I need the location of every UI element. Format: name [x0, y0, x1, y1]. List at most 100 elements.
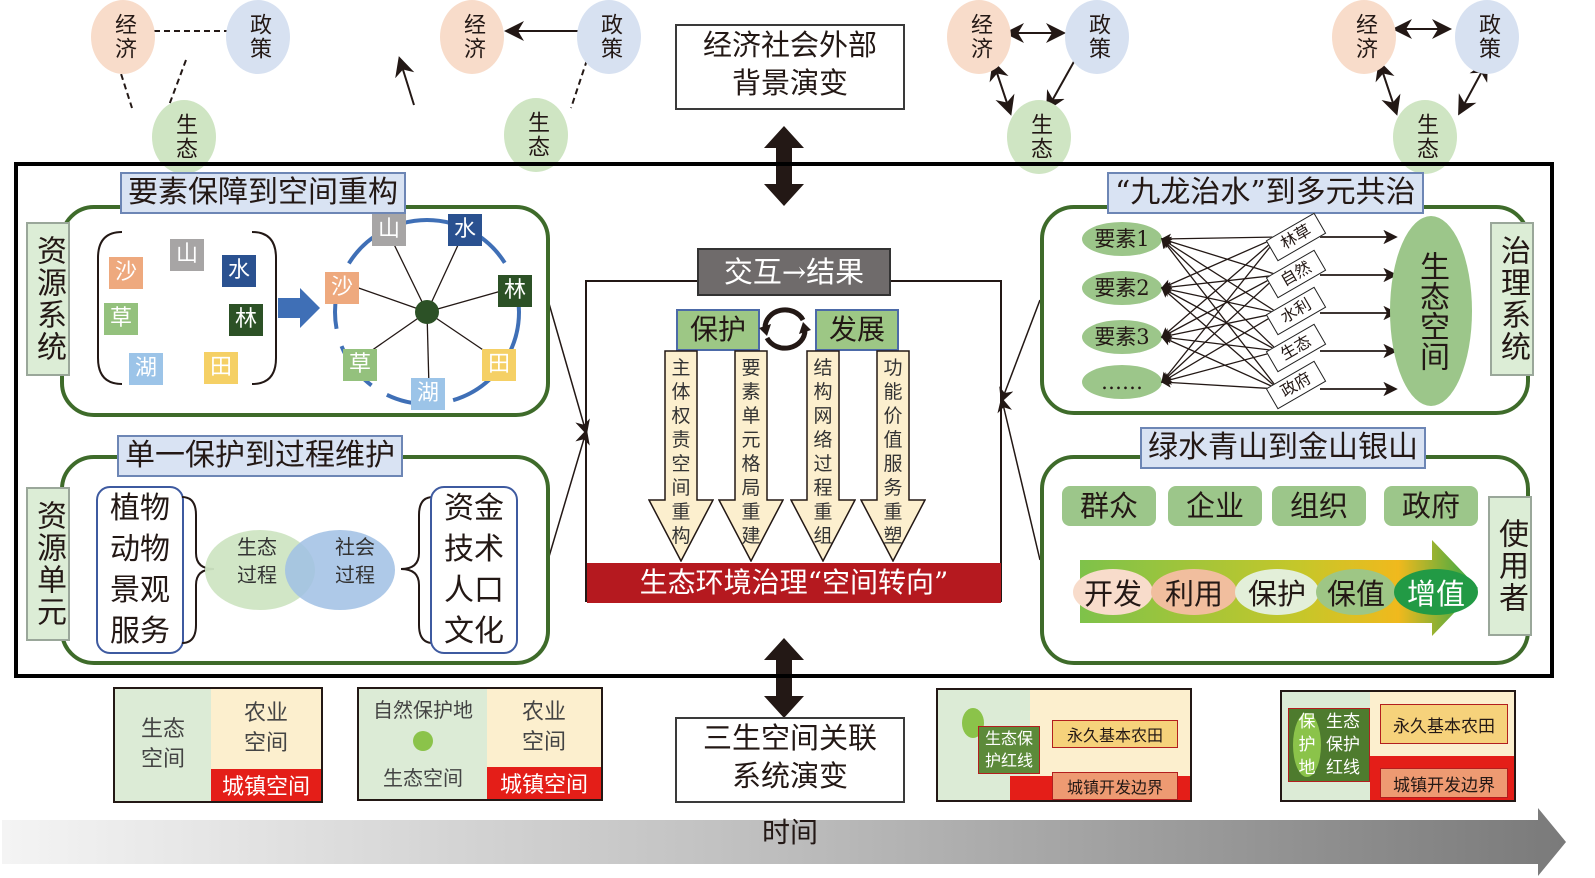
timeline-label: 时间 — [761, 816, 818, 849]
panel-title: “九龙治水”到多元共治 — [1107, 172, 1424, 214]
list-item: 资金 — [444, 491, 504, 526]
tile-grass: 草 — [104, 303, 138, 335]
right-arrow-icon — [278, 288, 320, 328]
panel-title: 绿水青山到金山银山 — [1140, 427, 1426, 469]
external-context-line1: 经济社会外部 — [702, 28, 877, 62]
tile-forest: 林 — [229, 304, 263, 336]
governance-link — [1161, 238, 1279, 352]
eco-process-label: 生态过程 — [237, 535, 277, 587]
side-label-users: 使用者 — [1488, 496, 1532, 636]
list-item: 植物 — [110, 491, 170, 526]
governance-link — [1160, 274, 1279, 338]
ecological-space-target: 生态空间 — [1390, 216, 1472, 406]
urban-boundary: 城镇开发边界 — [1380, 768, 1508, 798]
tile-sand: 沙 — [109, 257, 143, 289]
permanent-farmland: 永久基本农田 — [1380, 704, 1508, 744]
governance-link — [1160, 332, 1279, 352]
node-ecology: 生态 — [504, 98, 568, 172]
process-arrow-label: 要素单元格局重建 — [741, 357, 761, 547]
node-economy: 经济 — [91, 0, 155, 74]
panel-title: 单一保护到过程维护 — [117, 435, 403, 477]
redline-label: 生态保护红线 — [1326, 712, 1360, 778]
process-down-arrow — [860, 350, 926, 562]
list-item: 文化 — [444, 614, 504, 649]
brace-icon — [400, 496, 434, 644]
governance-link — [1160, 236, 1279, 290]
element-node: 要素2 — [1082, 271, 1162, 305]
reserve-label: 保护地 — [1298, 712, 1316, 778]
eco-space-area: 生态空间 — [383, 765, 463, 790]
wheel-tile-water: 水 — [448, 214, 482, 246]
bracket-icon — [97, 231, 277, 385]
panel-connectors — [547, 299, 1041, 561]
map-stage-2: 自然保护地 生态空间 农业空间 城镇空间 — [357, 687, 603, 801]
urban-space-area: 城镇空间 — [487, 767, 601, 799]
external-context-box: 经济社会外部 背景演变 — [675, 24, 905, 110]
node-economy: 经济 — [1332, 0, 1396, 74]
eco-space-area: 生态空间 — [140, 717, 185, 772]
stage-develop: 开发 — [1073, 569, 1153, 615]
node-economy: 经济 — [440, 0, 504, 74]
node-policy: 政策 — [226, 0, 290, 74]
process-down-arrow — [648, 350, 714, 562]
social-process-ellipse — [285, 530, 395, 610]
node-ecology: 生态 — [1007, 100, 1071, 174]
three-space-line2: 系统演变 — [731, 759, 848, 793]
governance-link — [1160, 335, 1279, 390]
urban-space-area: 城镇空间 — [211, 769, 321, 801]
eco-redline: 生态保护红线 — [978, 726, 1040, 774]
main-frame — [14, 162, 1554, 678]
wheel-tile-field: 田 — [482, 349, 516, 381]
governance-network — [1160, 229, 1398, 397]
governance-link — [1160, 312, 1279, 341]
wheel-tile-lake: 湖 — [411, 378, 445, 410]
actor-government: 政府 — [1384, 486, 1478, 526]
element-node: 要素1 — [1082, 222, 1162, 256]
stage-preserve: 保值 — [1316, 569, 1396, 615]
node-policy: 政策 — [577, 0, 641, 74]
tile-lake: 湖 — [129, 353, 163, 385]
external-context-line2: 背景演变 — [731, 66, 848, 100]
three-space-evolution-box: 三生空间关联 系统演变 — [675, 717, 905, 803]
urban-boundary: 城镇开发边界 — [1052, 772, 1178, 800]
tile-mountain: 山 — [170, 239, 204, 271]
list-item: 技术 — [444, 532, 504, 567]
double-arrow-icon-bottom — [764, 638, 804, 718]
list-item: 动物 — [110, 532, 170, 567]
node-ecology: 生态 — [152, 100, 216, 174]
governance-link — [1161, 236, 1279, 384]
list-item: 景观 — [110, 573, 170, 608]
permanent-farmland: 永久基本农田 — [1052, 720, 1178, 748]
stage-utilize: 利用 — [1151, 569, 1237, 615]
governance-link — [1160, 312, 1279, 383]
list-item: 服务 — [110, 614, 170, 649]
side-label-resource-unit: 资源单元 — [26, 487, 70, 641]
governance-link — [1160, 238, 1279, 314]
governance-link — [1160, 377, 1279, 390]
wheel-tile-grass: 草 — [343, 349, 377, 381]
three-space-line1: 三生空间关联 — [702, 721, 877, 755]
governance-link — [1160, 274, 1279, 293]
link-econ-eco — [1375, 60, 1401, 116]
actor-public: 群众 — [1062, 486, 1156, 526]
list-item: 人口 — [444, 573, 504, 608]
double-arrow-icon-top — [764, 126, 804, 206]
link-policy-eco — [167, 59, 187, 109]
map-stage-3: 生态保护红线 永久基本农田 城镇开发边界 — [936, 688, 1192, 802]
process-arrow-label: 结构网络过程重组 — [813, 357, 833, 547]
node-policy: 政策 — [1065, 0, 1129, 74]
actor-enterprise: 企业 — [1168, 486, 1262, 526]
eco-redline-block: 保护地 生态保护红线 — [1288, 708, 1370, 782]
governance-link — [1160, 236, 1279, 276]
agri-space-area: 农业空间 — [211, 689, 321, 769]
interaction-result-header: 交互→结果 — [697, 248, 891, 296]
social-process-label: 社会过程 — [335, 535, 375, 587]
actor-organization: 组织 — [1272, 486, 1366, 526]
map-stage-1: 生态空间 农业空间 城镇空间 — [113, 687, 323, 803]
link-econ-eco — [989, 60, 1015, 116]
wheel-tile-mountain: 山 — [372, 214, 406, 246]
urban-area — [1010, 776, 1040, 800]
stage-protect: 保护 — [1235, 569, 1319, 615]
wheel-tile-sand: 沙 — [325, 272, 359, 304]
develop-label: 发展 — [815, 309, 899, 351]
